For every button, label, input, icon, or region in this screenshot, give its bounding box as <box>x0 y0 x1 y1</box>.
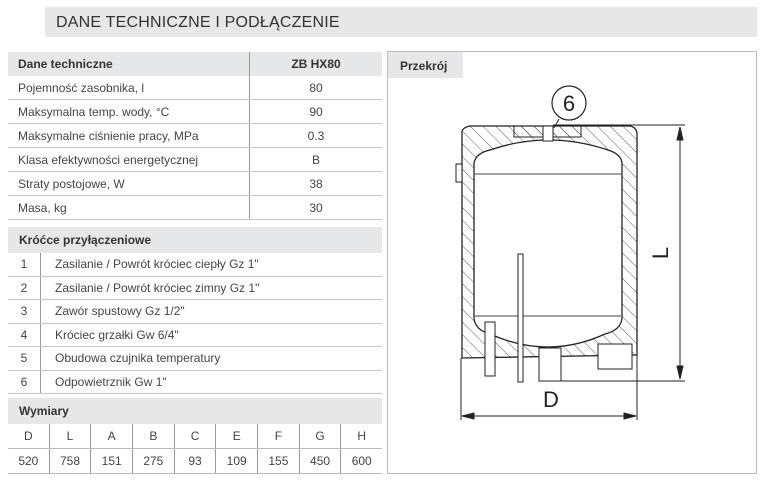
bottom-connection <box>538 347 562 382</box>
callout-circle <box>551 85 587 121</box>
connection-description: Króciec grzałki Gw 6/4" <box>55 327 179 342</box>
dimension-d-label: D <box>543 387 559 412</box>
table-row: Straty postojowe, W 38 <box>8 172 382 196</box>
connection-number: 4 <box>8 323 41 346</box>
dimension-label: G <box>300 424 342 448</box>
list-item: 1 Zasilanie / Powrót króciec ciepły Gz 1" <box>8 253 382 277</box>
dimension-label: B <box>133 424 175 448</box>
param-value: 80 <box>309 80 323 95</box>
header-model: ZB HX80 <box>291 57 341 71</box>
connection-number: 2 <box>8 276 41 299</box>
dimension-value: 758 <box>50 449 92 473</box>
dimension-value: 155 <box>258 449 300 473</box>
dimension-value: 450 <box>300 449 342 473</box>
connection-number: 5 <box>8 347 41 370</box>
dimension-value: 520 <box>8 449 50 473</box>
param-label: Maksymalna temp. wody, °C <box>8 100 250 123</box>
table-header: Dane techniczne ZB HX80 <box>8 52 382 76</box>
dimension-l <box>553 124 685 382</box>
heater-flange <box>484 321 496 377</box>
connection-description: Odpowietrznik Gw 1" <box>55 374 167 389</box>
table-row: Pojemność zasobnika, l 80 <box>8 76 382 100</box>
dimension-label: F <box>258 424 300 448</box>
dimension-value: 275 <box>133 449 175 473</box>
connection-number: 6 <box>8 370 41 393</box>
connections-title: Króćce przyłączeniowe <box>19 233 152 247</box>
dimension-d <box>460 355 638 420</box>
section-tab: Przekrój <box>388 52 463 78</box>
dimension-label: E <box>216 424 259 448</box>
param-value: 0.3 <box>307 128 325 143</box>
dimension-label: L <box>50 424 92 448</box>
dimension-value: 151 <box>91 449 134 473</box>
dimension-value: 109 <box>216 449 259 473</box>
header-label: Dane techniczne <box>8 52 250 76</box>
table-row: Maksymalne ciśnienie pracy, MPa 0.3 <box>8 124 382 148</box>
section-title: DANE TECHNICZNE I PODŁĄCZENIE <box>45 7 757 37</box>
dimension-l-label: L <box>648 247 673 259</box>
table-row: Klasa efektywności energetycznej B <box>8 148 382 172</box>
list-item: 5 Obudowa czujnika temperatury <box>8 347 382 371</box>
section-panel: Przekrój <box>387 51 757 474</box>
side-bracket <box>455 163 463 183</box>
param-value: 90 <box>309 104 323 119</box>
param-value: 30 <box>309 200 323 215</box>
list-item: 6 Odpowietrznik Gw 1" <box>8 370 382 394</box>
table-row: Maksymalna temp. wody, °C 90 <box>8 100 382 124</box>
callout-number: 6 <box>563 91 575 116</box>
table-row: Masa, kg 30 <box>8 196 382 220</box>
connection-number: 3 <box>8 300 41 323</box>
connection-description: Zasilanie / Powrót króciec ciepły Gz 1" <box>55 257 259 272</box>
dimension-label: H <box>357 429 367 443</box>
dimension-value: 93 <box>175 449 217 473</box>
param-value: 38 <box>309 176 323 191</box>
tech-data-table: Dane techniczne ZB HX80 Pojemność zasobn… <box>8 52 382 220</box>
dimension-label: C <box>175 424 217 448</box>
param-label: Pojemność zasobnika, l <box>8 76 250 99</box>
param-label: Maksymalne ciśnienie pracy, MPa <box>8 124 250 147</box>
dimensions-title: Wymiary <box>19 404 69 418</box>
dimension-label: D <box>8 424 50 448</box>
dimension-label: A <box>91 424 134 448</box>
bottom-fitting <box>597 343 633 370</box>
list-item: 4 Króciec grzałki Gw 6/4" <box>8 323 382 347</box>
tank-inner-vessel <box>473 139 623 348</box>
list-item: 3 Zawór spustowy Gz 1/2" <box>8 300 382 324</box>
connections-header: Króćce przyłączeniowe <box>8 227 382 253</box>
connection-number: 1 <box>8 253 41 276</box>
dimensions-header: Wymiary <box>8 398 382 424</box>
param-label: Masa, kg <box>8 196 250 219</box>
connection-description: Obudowa czujnika temperatury <box>55 351 221 366</box>
sensor-rod <box>517 253 524 383</box>
list-item: 2 Zasilanie / Powrót króciec zimny Gz 1" <box>8 276 382 300</box>
vent-connection <box>542 125 554 142</box>
param-label: Straty postojowe, W <box>8 172 250 195</box>
param-value: B <box>311 152 320 167</box>
connection-description: Zasilanie / Powrót króciec zimny Gz 1" <box>55 280 260 295</box>
dimension-value: 600 <box>351 454 372 468</box>
param-label: Klasa efektywności energetycznej <box>8 148 250 171</box>
connection-description: Zawór spustowy Gz 1/2" <box>55 304 185 319</box>
